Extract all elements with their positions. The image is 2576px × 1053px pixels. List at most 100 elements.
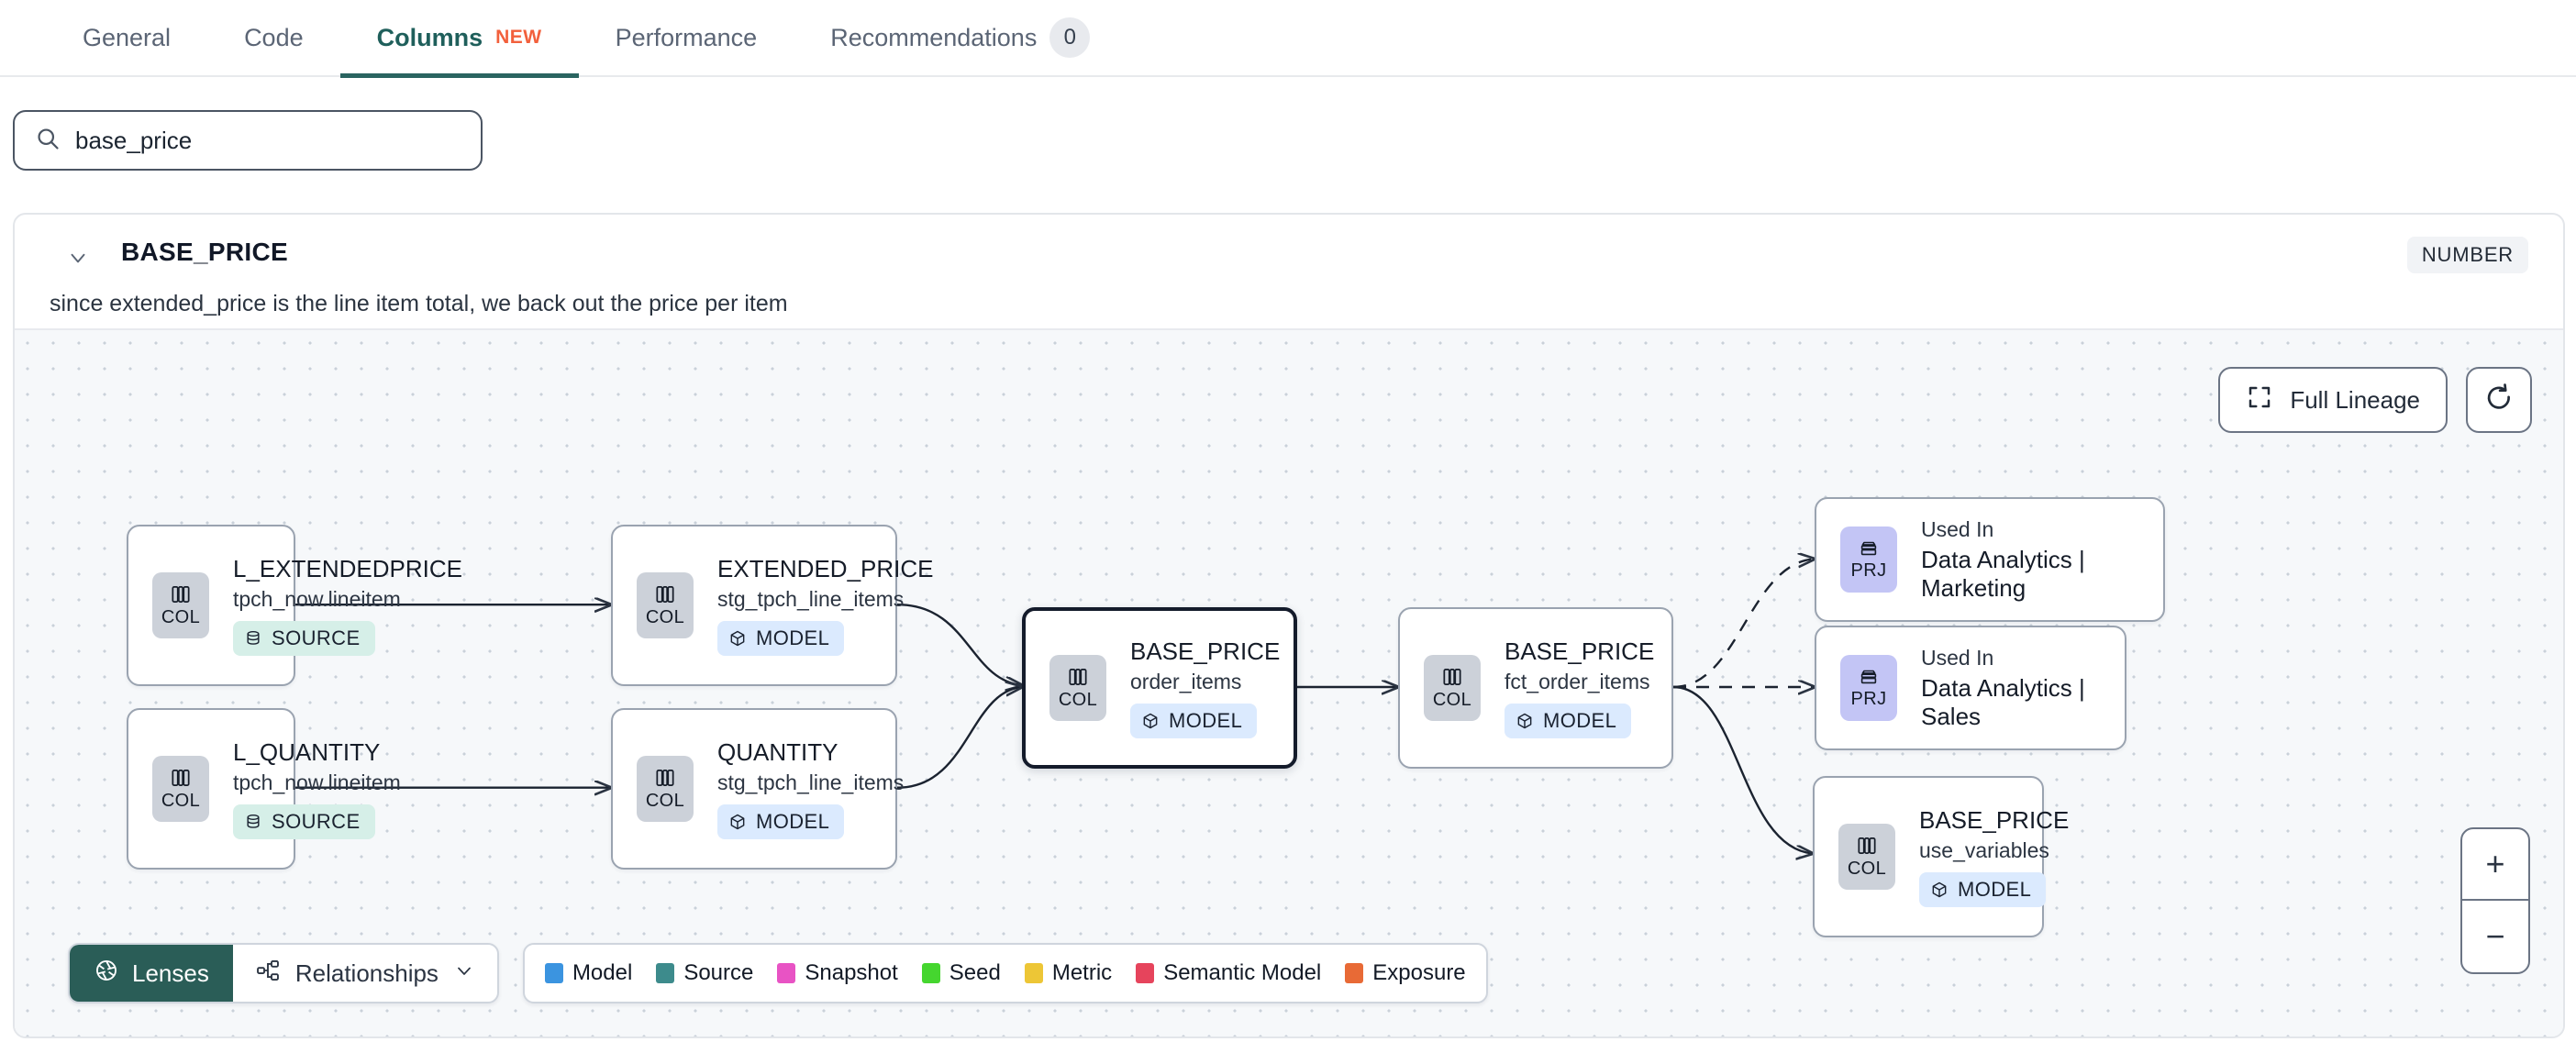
node-pill-label: MODEL bbox=[1958, 878, 2032, 901]
lineage-toolbar: Lenses Relationships bbox=[68, 943, 1488, 1003]
node-pill-label: SOURCE bbox=[272, 626, 361, 649]
node-used-in-label: Used In bbox=[1921, 645, 1994, 670]
legend-label: Source bbox=[683, 960, 754, 985]
legend-item: Seed bbox=[921, 960, 1001, 986]
legend-label: Metric bbox=[1051, 960, 1113, 985]
new-badge: NEW bbox=[495, 27, 542, 48]
lineage-node-project-sales[interactable]: PRJ Used In Data Analytics | Sales bbox=[1815, 626, 2126, 750]
node-name: L_QUANTITY bbox=[233, 738, 381, 766]
col-icon: COL bbox=[637, 572, 694, 638]
tab-bar: General Code Columns NEW Performance Rec… bbox=[0, 0, 2576, 78]
col-icon-label: COL bbox=[161, 607, 201, 627]
chevron-down-icon[interactable] bbox=[66, 246, 90, 270]
legend-item: Snapshot bbox=[777, 960, 898, 986]
legend-label: Semantic Model bbox=[1163, 960, 1322, 985]
node-subtitle: order_items bbox=[1130, 670, 1242, 693]
node-type-pill: MODEL bbox=[717, 804, 845, 839]
full-lineage-button[interactable]: Full Lineage bbox=[2218, 367, 2448, 433]
tab-code[interactable]: Code bbox=[207, 0, 340, 76]
lenses-relationships-group: Lenses Relationships bbox=[68, 943, 499, 1003]
legend-swatch-exposure bbox=[1345, 963, 1364, 983]
node-type-pill: MODEL bbox=[1130, 704, 1258, 738]
refresh-button[interactable] bbox=[2466, 367, 2532, 433]
col-icon: COL bbox=[1424, 655, 1481, 721]
chevron-down-icon bbox=[453, 959, 475, 988]
node-pill-label: SOURCE bbox=[272, 810, 361, 833]
node-pill-label: MODEL bbox=[756, 626, 830, 649]
node-name: BASE_PRICE bbox=[1130, 637, 1281, 665]
legend-swatch-model bbox=[544, 963, 563, 983]
legend-item: Metric bbox=[1024, 960, 1113, 986]
search-input[interactable] bbox=[75, 126, 461, 155]
lineage-node-base-price-use-variables[interactable]: COL BASE_PRICE use_variables MODEL bbox=[1813, 776, 2069, 937]
lineage-node-l-quantity[interactable]: COL L_QUANTITY tpch_now.lineitem SOURCE bbox=[127, 708, 401, 870]
lineage-node-project-marketing[interactable]: PRJ Used In Data Analytics | Marketing bbox=[1815, 497, 2165, 622]
node-type-pill: SOURCE bbox=[233, 621, 375, 656]
node-pill-label: MODEL bbox=[756, 810, 830, 833]
node-name: QUANTITY bbox=[717, 738, 838, 766]
legend-swatch-semantic-model bbox=[1136, 963, 1155, 983]
legend-label: Model bbox=[572, 960, 633, 985]
lineage-node-base-price-fct-order-items[interactable]: COL BASE_PRICE fct_order_items MODEL bbox=[1398, 607, 1673, 769]
lineage-canvas[interactable]: COL L_EXTENDEDPRICE tpch_now.lineitem SO… bbox=[15, 328, 2563, 1036]
lenses-button[interactable]: Lenses bbox=[70, 945, 233, 1002]
lineage-node-extended-price[interactable]: COL EXTENDED_PRICE stg_tpch_line_items M… bbox=[611, 525, 934, 686]
tab-columns-label: Columns bbox=[376, 23, 483, 51]
node-subtitle: stg_tpch_line_items bbox=[717, 587, 905, 611]
relationships-dropdown[interactable]: Relationships bbox=[233, 945, 497, 1002]
node-type-pill: SOURCE bbox=[233, 804, 375, 839]
node-name: BASE_PRICE bbox=[1505, 637, 1655, 665]
node-type-pill: MODEL bbox=[1919, 872, 2047, 907]
refresh-icon bbox=[2483, 382, 2515, 418]
legend-item: Source bbox=[656, 960, 753, 986]
tab-recommendations[interactable]: Recommendations 0 bbox=[794, 0, 1127, 76]
node-type-pill: MODEL bbox=[717, 621, 845, 656]
zoom-out-button[interactable]: − bbox=[2485, 917, 2505, 955]
column-header: BASE_PRICE since extended_price is the l… bbox=[15, 215, 2563, 327]
node-used-in-label: Used In bbox=[1921, 516, 1994, 541]
lineage-node-base-price-order-items[interactable]: COL BASE_PRICE order_items MODEL bbox=[1022, 607, 1297, 769]
node-name: L_EXTENDEDPRICE bbox=[233, 555, 462, 582]
node-subtitle: use_variables bbox=[1919, 838, 2049, 862]
prj-icon: PRJ bbox=[1840, 526, 1897, 593]
col-icon: COL bbox=[1049, 655, 1106, 721]
tab-performance-label: Performance bbox=[615, 23, 758, 51]
zoom-in-button[interactable]: + bbox=[2462, 829, 2528, 901]
node-subtitle: fct_order_items bbox=[1505, 670, 1650, 693]
node-pill-label: MODEL bbox=[1543, 709, 1617, 732]
node-subtitle: tpch_now.lineitem bbox=[233, 770, 401, 794]
tab-recommendations-label: Recommendations bbox=[830, 23, 1038, 51]
lens-icon bbox=[94, 958, 119, 990]
tab-columns[interactable]: Columns NEW bbox=[339, 0, 579, 78]
col-icon-label: COL bbox=[1847, 859, 1887, 879]
expand-icon bbox=[2246, 383, 2273, 417]
legend-swatch-seed bbox=[921, 963, 940, 983]
legend-label: Seed bbox=[949, 960, 1001, 985]
column-description: since extended_price is the line item to… bbox=[50, 291, 788, 316]
node-project-name: Data Analytics | Marketing bbox=[1921, 545, 2085, 602]
full-lineage-label: Full Lineage bbox=[2290, 385, 2420, 414]
node-type-legend: Model Source Snapshot Seed Metric bbox=[522, 943, 1488, 1003]
col-icon: COL bbox=[637, 756, 694, 822]
tab-performance[interactable]: Performance bbox=[579, 0, 794, 76]
col-icon: COL bbox=[1838, 824, 1895, 890]
legend-swatch-source bbox=[656, 963, 675, 983]
page-title: BASE_PRICE bbox=[121, 238, 288, 266]
tab-general[interactable]: General bbox=[46, 0, 207, 76]
relationships-label: Relationships bbox=[294, 959, 439, 987]
prj-icon-label: PRJ bbox=[1850, 689, 1887, 709]
search-icon bbox=[35, 126, 61, 156]
node-name: BASE_PRICE bbox=[1919, 806, 2070, 834]
node-pill-label: MODEL bbox=[1169, 709, 1243, 732]
prj-icon: PRJ bbox=[1840, 655, 1897, 721]
search-box[interactable] bbox=[13, 110, 483, 171]
legend-item: Exposure bbox=[1345, 960, 1466, 986]
lineage-node-l-extendedprice[interactable]: COL L_EXTENDEDPRICE tpch_now.lineitem SO… bbox=[127, 525, 462, 686]
lineage-node-quantity[interactable]: COL QUANTITY stg_tpch_line_items MODEL bbox=[611, 708, 904, 870]
node-name: EXTENDED_PRICE bbox=[717, 555, 934, 582]
recommendations-count-badge: 0 bbox=[1049, 17, 1091, 58]
tab-general-label: General bbox=[83, 23, 172, 51]
legend-label: Exposure bbox=[1372, 960, 1466, 985]
zoom-controls: + − bbox=[2460, 827, 2530, 974]
col-icon-label: COL bbox=[645, 607, 685, 627]
